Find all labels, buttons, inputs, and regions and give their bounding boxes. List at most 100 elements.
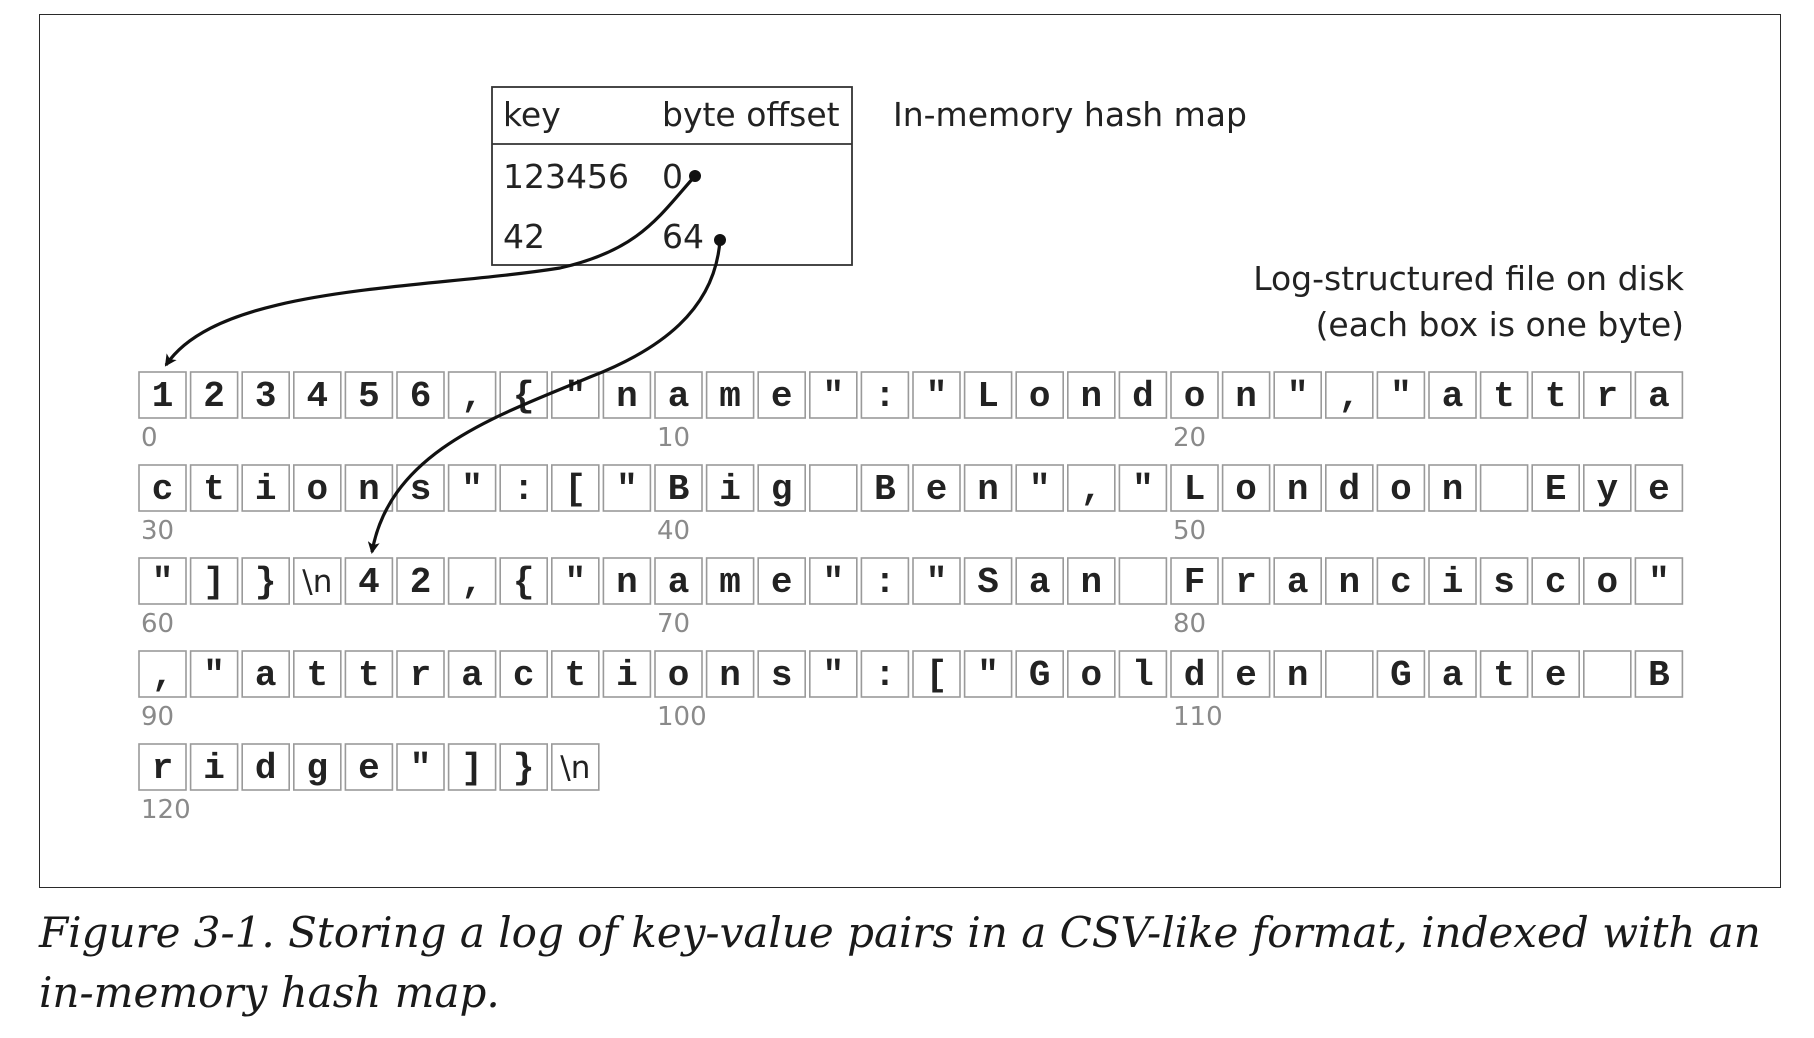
byte-box bbox=[292, 650, 342, 698]
byte-char: t bbox=[203, 469, 225, 510]
byte-char: n bbox=[358, 469, 380, 510]
byte-box bbox=[1067, 557, 1116, 605]
byte-box bbox=[550, 371, 600, 419]
byte-char: E bbox=[1545, 469, 1567, 510]
byte-box bbox=[912, 464, 961, 512]
byte-char: t bbox=[1493, 376, 1515, 417]
byte-char: " bbox=[1029, 469, 1051, 510]
byte-char: e bbox=[1545, 655, 1567, 696]
byte-box bbox=[602, 464, 652, 512]
byte-char: e bbox=[1648, 469, 1670, 510]
byte-char: } bbox=[513, 748, 535, 789]
byte-box bbox=[860, 557, 910, 605]
byte-box bbox=[1221, 650, 1271, 698]
byte-box bbox=[189, 743, 239, 791]
byte-box bbox=[860, 650, 910, 698]
byte-char: " bbox=[1132, 469, 1154, 510]
byte-box bbox=[1583, 650, 1632, 698]
byte-box bbox=[138, 650, 187, 698]
byte-char: a bbox=[255, 655, 277, 696]
byte-box bbox=[499, 743, 549, 791]
byte-char: , bbox=[461, 562, 483, 603]
byte-box bbox=[241, 743, 290, 791]
byte-box bbox=[550, 743, 600, 791]
byte-box bbox=[1376, 650, 1426, 698]
byte-box bbox=[1118, 464, 1168, 512]
byte-box bbox=[241, 557, 290, 605]
byte-box bbox=[1273, 557, 1322, 605]
pointer-arrows bbox=[164, 170, 726, 554]
byte-char: , bbox=[152, 655, 174, 696]
byte-char: [ bbox=[926, 655, 948, 696]
byte-char: t bbox=[1545, 376, 1567, 417]
byte-box bbox=[292, 464, 342, 512]
byte-box bbox=[447, 743, 497, 791]
byte-box bbox=[396, 650, 445, 698]
byte-char: t bbox=[564, 655, 586, 696]
byte-box bbox=[1170, 557, 1219, 605]
byte-char: d bbox=[255, 748, 277, 789]
byte-box bbox=[654, 371, 703, 419]
byte-box bbox=[654, 650, 703, 698]
log-file-sublabel: (each box is one byte) bbox=[1316, 305, 1684, 344]
byte-box bbox=[1325, 650, 1374, 698]
byte-box bbox=[447, 650, 497, 698]
byte-char: a bbox=[1442, 376, 1464, 417]
byte-char: " bbox=[616, 469, 638, 510]
byte-box bbox=[138, 557, 187, 605]
byte-box bbox=[1479, 371, 1529, 419]
byte-char: " bbox=[822, 562, 844, 603]
offset-label: 110 bbox=[1173, 702, 1223, 732]
offset-label: 20 bbox=[1173, 423, 1206, 453]
pointer-arrow-offset-64 bbox=[367, 239, 722, 554]
byte-box bbox=[447, 371, 497, 419]
byte-box bbox=[1583, 371, 1632, 419]
byte-char: i bbox=[203, 748, 225, 789]
byte-char: " bbox=[977, 655, 999, 696]
byte-char: c bbox=[1545, 562, 1567, 603]
byte-box bbox=[757, 371, 807, 419]
byte-char: a bbox=[1029, 562, 1051, 603]
byte-char: e bbox=[926, 469, 948, 510]
byte-box bbox=[447, 464, 497, 512]
byte-char: r bbox=[1235, 562, 1257, 603]
byte-char: n bbox=[977, 469, 999, 510]
byte-char: m bbox=[719, 562, 741, 603]
byte-char: e bbox=[771, 376, 793, 417]
byte-char: G bbox=[1390, 655, 1412, 696]
byte-char: " bbox=[1648, 562, 1670, 603]
byte-char: 2 bbox=[203, 376, 225, 417]
byte-box bbox=[344, 743, 394, 791]
byte-box bbox=[292, 743, 342, 791]
byte-char: L bbox=[977, 376, 999, 417]
byte-box bbox=[189, 371, 239, 419]
byte-box bbox=[1118, 371, 1168, 419]
byte-box bbox=[757, 650, 807, 698]
byte-box bbox=[550, 464, 600, 512]
byte-box bbox=[963, 371, 1013, 419]
byte-char: s bbox=[1493, 562, 1515, 603]
byte-box bbox=[1428, 650, 1477, 698]
byte-box bbox=[1325, 464, 1374, 512]
byte-char: " bbox=[926, 376, 948, 417]
byte-box bbox=[396, 371, 445, 419]
offset-label: 120 bbox=[141, 795, 191, 825]
byte-box bbox=[963, 464, 1013, 512]
byte-box bbox=[1067, 650, 1116, 698]
byte-box bbox=[1325, 557, 1374, 605]
byte-char: B bbox=[668, 469, 690, 510]
byte-box bbox=[757, 464, 807, 512]
offset-label: 50 bbox=[1173, 516, 1206, 546]
byte-char: } bbox=[255, 562, 277, 603]
byte-box bbox=[1221, 464, 1271, 512]
byte-box bbox=[1118, 557, 1168, 605]
byte-box bbox=[1583, 557, 1632, 605]
byte-box bbox=[1479, 557, 1529, 605]
byte-char: 2 bbox=[410, 562, 432, 603]
byte-box bbox=[963, 650, 1013, 698]
figure-frame bbox=[39, 14, 1781, 888]
byte-char: n bbox=[1235, 376, 1257, 417]
byte-char: i bbox=[616, 655, 638, 696]
